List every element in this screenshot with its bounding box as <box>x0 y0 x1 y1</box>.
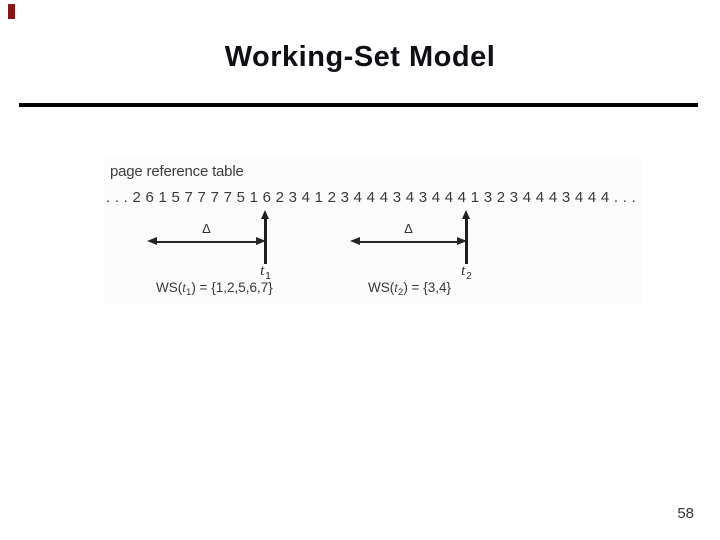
ws2-suffix: ) = {3,4} <box>403 280 451 295</box>
page-reference-sequence: . . . 2 6 1 5 7 7 7 7 5 1 6 2 3 4 1 2 3 … <box>106 189 636 206</box>
slide-title: Working-Set Model <box>224 41 496 73</box>
t1-subscript: 1 <box>265 271 271 282</box>
arrow-left-head-icon <box>147 237 157 245</box>
ws1-suffix: ) = {1,2,5,6,7} <box>191 280 273 295</box>
t2-subscript: 2 <box>466 271 472 282</box>
working-set-figure: page reference table . . . 2 6 1 5 7 7 7… <box>104 157 641 304</box>
page-reference-table-caption: page reference table <box>110 163 244 180</box>
t1-letter: t <box>260 263 265 279</box>
t2-letter: t <box>461 263 466 279</box>
page-number: 58 <box>677 505 694 522</box>
arrow-right-head-icon <box>457 237 467 245</box>
ws-t1-equation: WS(t1) = {1,2,5,6,7} <box>156 280 273 298</box>
ws-t2-equation: WS(t2) = {3,4} <box>368 280 451 298</box>
t2-label: t2 <box>446 263 486 282</box>
ws1-subscript: 1 <box>186 287 192 298</box>
delta-window-arrow-2 <box>350 237 467 246</box>
arrow-shaft <box>155 240 260 243</box>
arrow-shaft <box>358 240 461 243</box>
ws2-subscript: 2 <box>398 287 404 298</box>
ws1-t: t <box>182 280 187 295</box>
ws1-prefix: WS( <box>156 280 183 295</box>
arrow-up-head-icon <box>260 210 269 219</box>
arrow-left-head-icon <box>350 237 360 245</box>
t1-label: t1 <box>245 263 285 282</box>
slide-accent-mark <box>8 4 15 19</box>
arrow-right-head-icon <box>256 237 266 245</box>
arrow-up-head-icon <box>461 210 470 219</box>
delta-window-arrow-1 <box>147 237 266 246</box>
arrow-shaft <box>464 218 468 264</box>
delta-label-2: Δ <box>404 221 413 236</box>
ws2-prefix: WS( <box>368 280 395 295</box>
arrow-shaft <box>263 218 267 264</box>
delta-label-1: Δ <box>202 221 211 236</box>
title-underline-rule <box>19 103 698 107</box>
ws2-t: t <box>394 280 399 295</box>
